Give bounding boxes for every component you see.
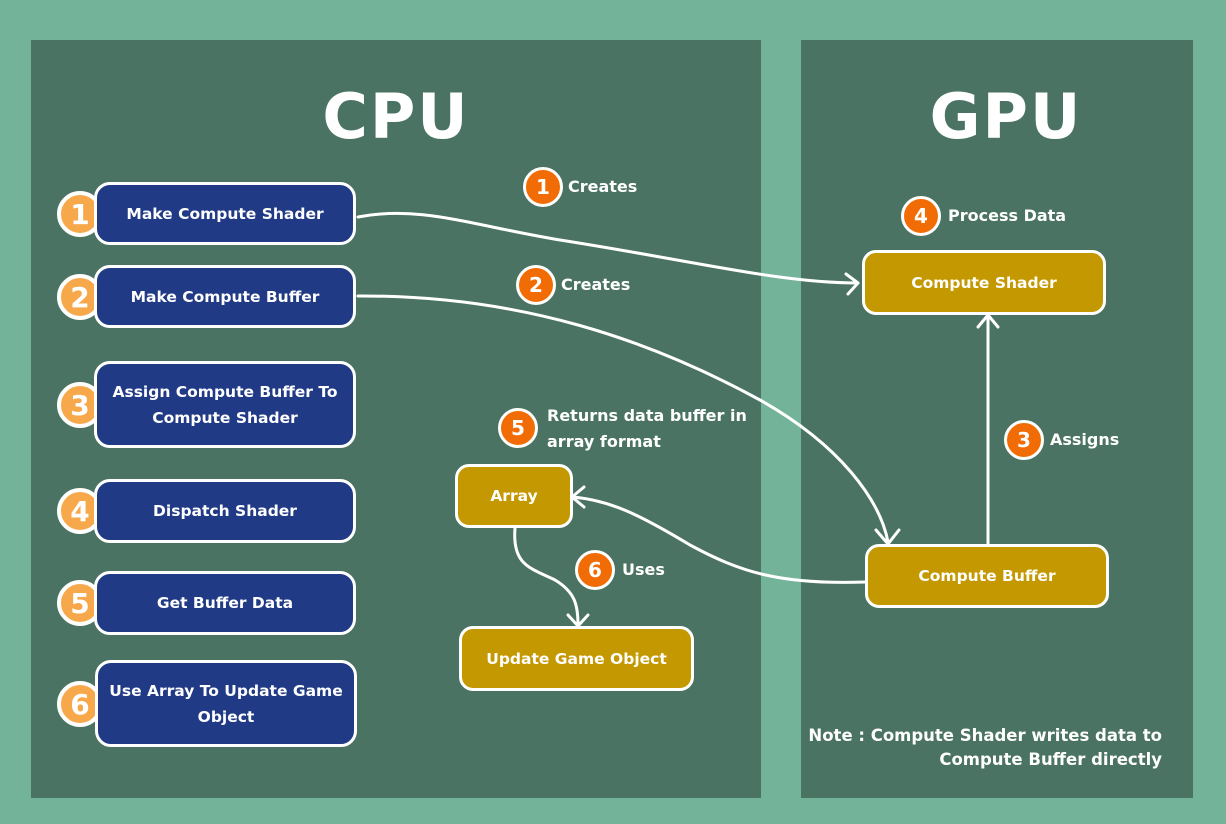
edge-label-assigns: Assigns: [1050, 430, 1120, 449]
node-update-game-object: Update Game Object: [459, 626, 694, 691]
node-array: Array: [455, 464, 573, 528]
edge-badge-4: 4: [901, 196, 941, 236]
edge-badge-3: 3: [1004, 420, 1044, 460]
step-dispatch-shader: Dispatch Shader: [94, 479, 356, 543]
step-assign-compute-buffer: Assign Compute Buffer To Compute Shader: [94, 361, 356, 448]
step-make-compute-buffer: Make Compute Buffer: [94, 265, 356, 328]
gpu-title: GPU: [929, 80, 1083, 153]
edge-badge-6: 6: [575, 550, 615, 590]
node-compute-buffer: Compute Buffer: [865, 544, 1109, 608]
cpu-title: CPU: [322, 80, 470, 153]
step-get-buffer-data: Get Buffer Data: [94, 571, 356, 635]
step-make-compute-shader: Make Compute Shader: [94, 182, 356, 245]
edge-label-creates-buffer: Creates: [561, 275, 631, 294]
edge-badge-1: 1: [523, 167, 563, 207]
edge-badge-2: 2: [516, 265, 556, 305]
gpu-panel: [801, 40, 1193, 798]
node-compute-shader: Compute Shader: [862, 250, 1106, 315]
gpu-note: Note : Compute Shader writes data to Com…: [808, 726, 1162, 769]
edge-label-process-data: Process Data: [948, 206, 1067, 225]
edge-label-returns-array: Returns data buffer in array format: [547, 406, 747, 451]
edge-label-uses: Uses: [622, 560, 665, 579]
edge-badge-5: 5: [498, 408, 538, 448]
edge-label-creates-shader: Creates: [568, 177, 638, 196]
step-use-array: Use Array To Update Game Object: [95, 660, 357, 747]
